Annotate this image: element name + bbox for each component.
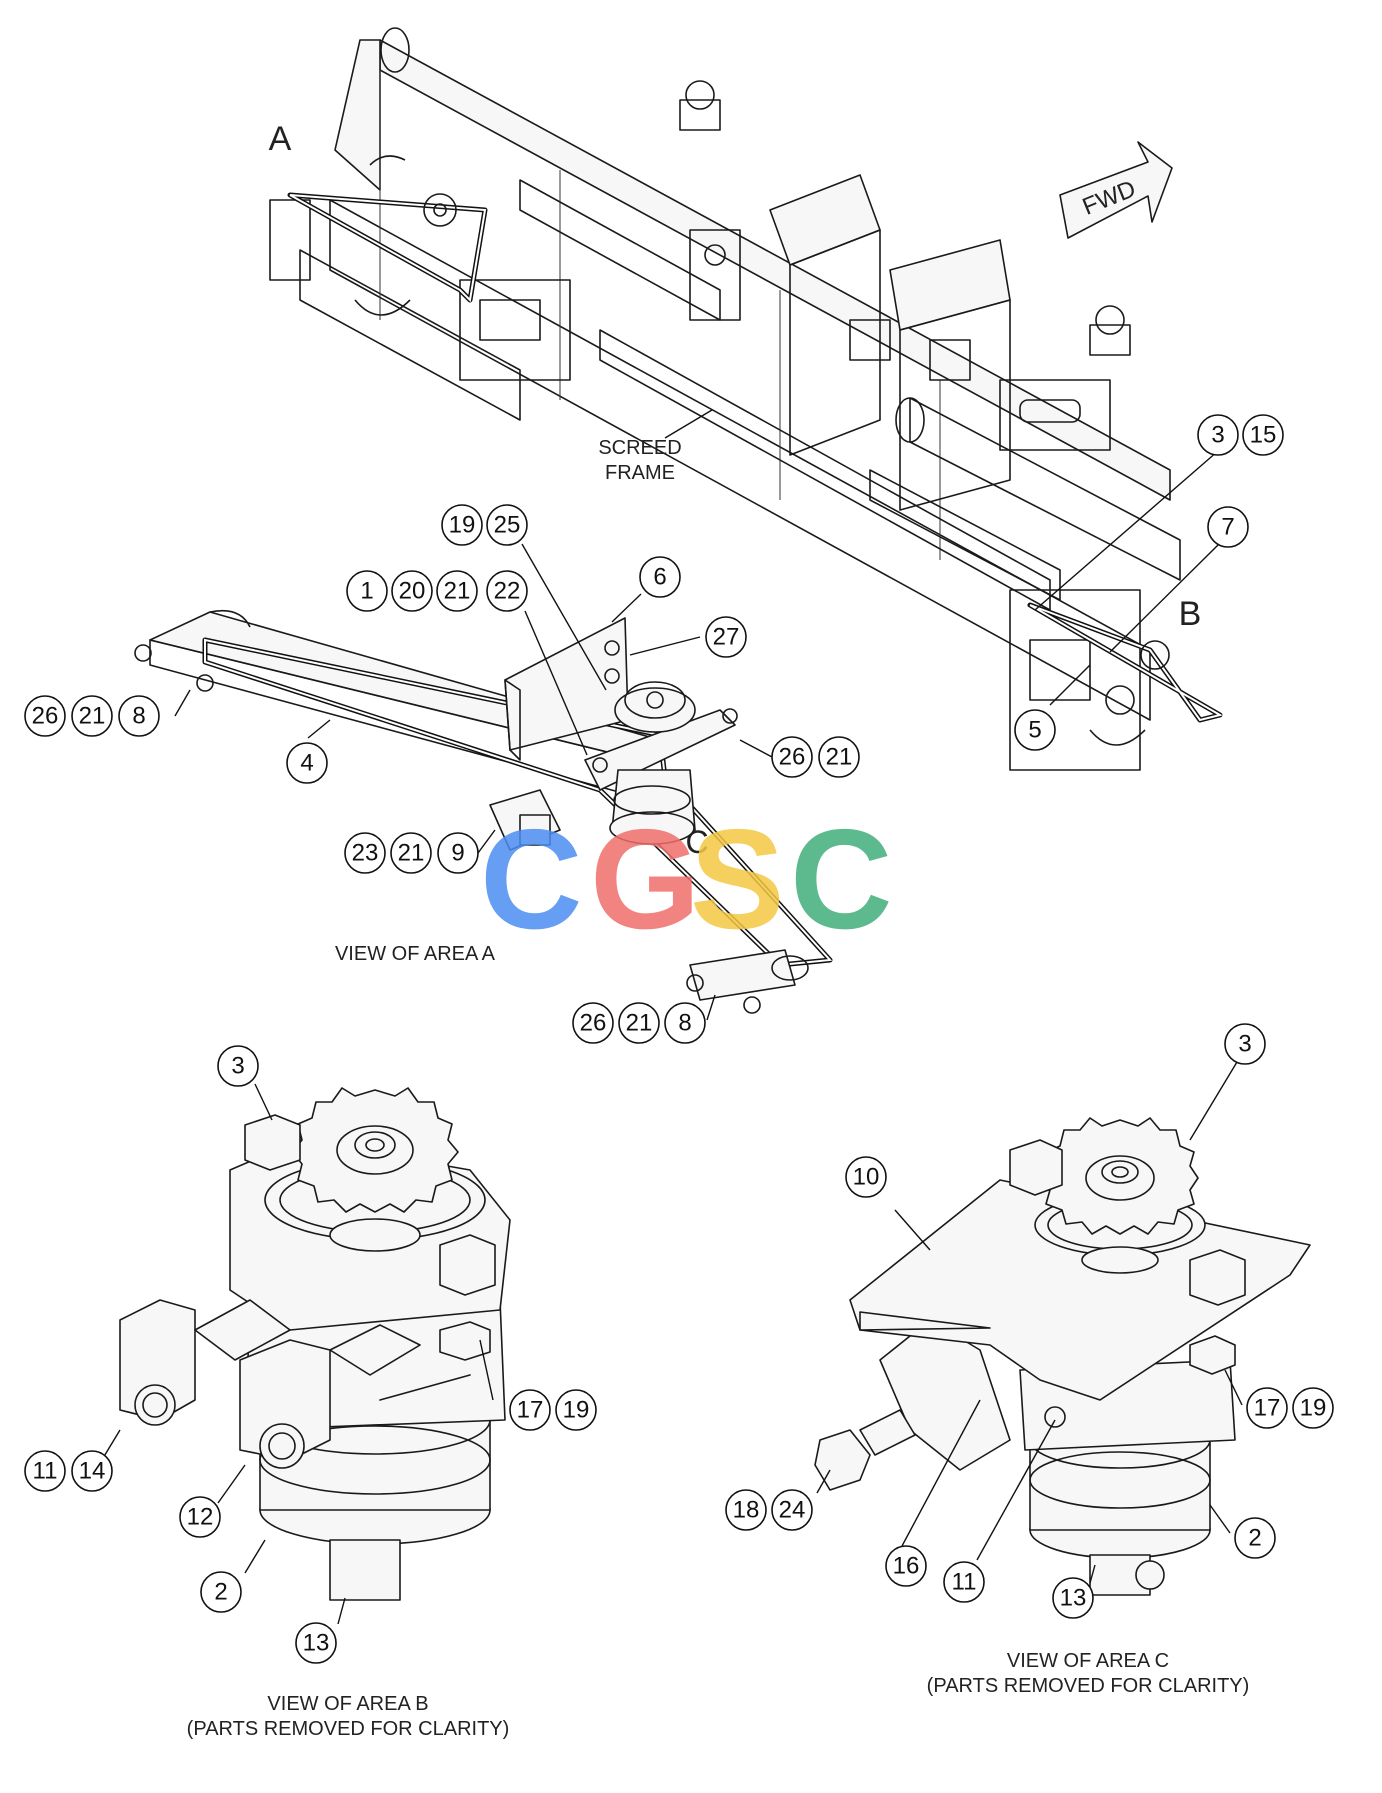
forward-arrow-icon: FWD xyxy=(1059,141,1173,239)
view-b-subcaption: (PARTS REMOVED FOR CLARITY) xyxy=(187,1718,510,1740)
leader-lines xyxy=(99,450,1243,1625)
callout-number: 2 xyxy=(1248,1525,1261,1552)
callout-b-2: 2 xyxy=(200,1571,242,1613)
watermark-letter-4: C xyxy=(790,800,893,959)
callout-number: 20 xyxy=(399,578,426,605)
callout-number: 17 xyxy=(1254,1395,1281,1422)
callout-c-11: 11 xyxy=(943,1561,985,1603)
screed-frame-label-line1: SCREED xyxy=(598,437,681,459)
callout-number: 18 xyxy=(733,1497,760,1524)
callout-number: 21 xyxy=(79,703,106,730)
callout-number: 3 xyxy=(1238,1031,1251,1058)
callout-a-4: 4 xyxy=(286,742,328,784)
callout-a-6: 6 xyxy=(639,556,681,598)
callout-a-1-20-21-22: 1 20 21 22 xyxy=(346,570,528,612)
callout-number: 19 xyxy=(1300,1395,1327,1422)
view-b-caption: VIEW OF AREA B xyxy=(267,1693,428,1715)
callout-b-3: 3 xyxy=(217,1045,259,1087)
callout-top-5: 5 xyxy=(1014,709,1056,751)
callout-c-2: 2 xyxy=(1234,1517,1276,1559)
watermark-letter-1: C xyxy=(480,800,583,959)
callout-number: 5 xyxy=(1028,717,1041,744)
watermark-letter-3: S xyxy=(690,800,785,959)
view-a-caption: VIEW OF AREA A xyxy=(335,943,496,965)
callout-number: 3 xyxy=(231,1053,244,1080)
callout-number: 22 xyxy=(494,578,521,605)
view-c-subcaption: (PARTS REMOVED FOR CLARITY) xyxy=(927,1675,1250,1697)
callout-number: 7 xyxy=(1221,514,1234,541)
watermark-letter-2: G xyxy=(590,800,700,959)
callout-number: 8 xyxy=(132,703,145,730)
callout-a-19-25: 19 25 xyxy=(441,504,528,546)
callout-a-27: 27 xyxy=(705,616,747,658)
callout-number: 25 xyxy=(494,512,521,539)
view-c-caption: VIEW OF AREA C xyxy=(1007,1650,1169,1672)
callout-number: 23 xyxy=(352,840,379,867)
callout-a-23-21-9: 23 21 9 xyxy=(344,832,479,874)
callout-number: 26 xyxy=(32,703,59,730)
callout-c-16: 16 xyxy=(885,1545,927,1587)
view-b-drawing xyxy=(119,1087,511,1601)
view-a-drawing xyxy=(134,609,833,1014)
callout-c-18-24: 18 24 xyxy=(725,1489,813,1531)
callout-number: 21 xyxy=(398,840,425,867)
callout-top-7: 7 xyxy=(1207,506,1249,548)
callout-number: 13 xyxy=(1060,1585,1087,1612)
callout-number: 17 xyxy=(517,1397,544,1424)
callout-c-17-19: 17 19 xyxy=(1246,1387,1334,1429)
callout-a-26-21-right: 26 21 xyxy=(771,736,860,778)
callout-number: 2 xyxy=(214,1579,227,1606)
callout-c-10: 10 xyxy=(845,1156,887,1198)
watermark-logo: C G S C xyxy=(480,800,893,959)
callout-number: 21 xyxy=(626,1010,653,1037)
callout-number: 27 xyxy=(713,624,740,651)
callout-number: 8 xyxy=(678,1010,691,1037)
callout-number: 19 xyxy=(563,1397,590,1424)
callout-number: 12 xyxy=(187,1504,214,1531)
callout-c-3: 3 xyxy=(1224,1023,1266,1065)
area-a-letter: A xyxy=(269,120,292,158)
callout-b-17-19: 17 19 xyxy=(509,1389,597,1431)
callout-number: 6 xyxy=(653,564,666,591)
callout-number: 24 xyxy=(779,1497,806,1524)
callout-top-3-15: 3 15 xyxy=(1197,414,1284,456)
callout-number: 14 xyxy=(79,1458,106,1485)
callout-number: 10 xyxy=(853,1164,880,1191)
callout-number: 3 xyxy=(1211,422,1224,449)
callout-number: 15 xyxy=(1250,422,1277,449)
callout-number: 11 xyxy=(33,1458,58,1485)
callout-number: 16 xyxy=(893,1553,920,1580)
screed-frame-drawing xyxy=(269,27,1223,771)
callout-b-11-14: 11 14 xyxy=(24,1450,113,1492)
screed-frame-label-line2: FRAME xyxy=(605,462,675,484)
callout-number: 11 xyxy=(952,1569,977,1596)
callout-number: 4 xyxy=(300,750,313,777)
callout-b-13: 13 xyxy=(295,1622,337,1664)
callout-number: 1 xyxy=(360,578,373,605)
callout-number: 21 xyxy=(826,744,853,771)
view-c-drawing xyxy=(814,1117,1311,1596)
callout-c-13: 13 xyxy=(1052,1577,1094,1619)
area-b-letter: B xyxy=(1179,595,1202,633)
callout-number: 26 xyxy=(779,744,806,771)
callout-a-26-21-8-left: 26 21 8 xyxy=(24,695,160,737)
callout-number: 19 xyxy=(449,512,476,539)
callout-number: 13 xyxy=(303,1630,330,1657)
callout-b-12: 12 xyxy=(179,1496,221,1538)
callout-number: 21 xyxy=(444,578,471,605)
callout-a-26-21-8-bottom: 26 21 8 xyxy=(572,1002,706,1044)
callout-number: 9 xyxy=(451,840,464,867)
callout-number: 26 xyxy=(580,1010,607,1037)
